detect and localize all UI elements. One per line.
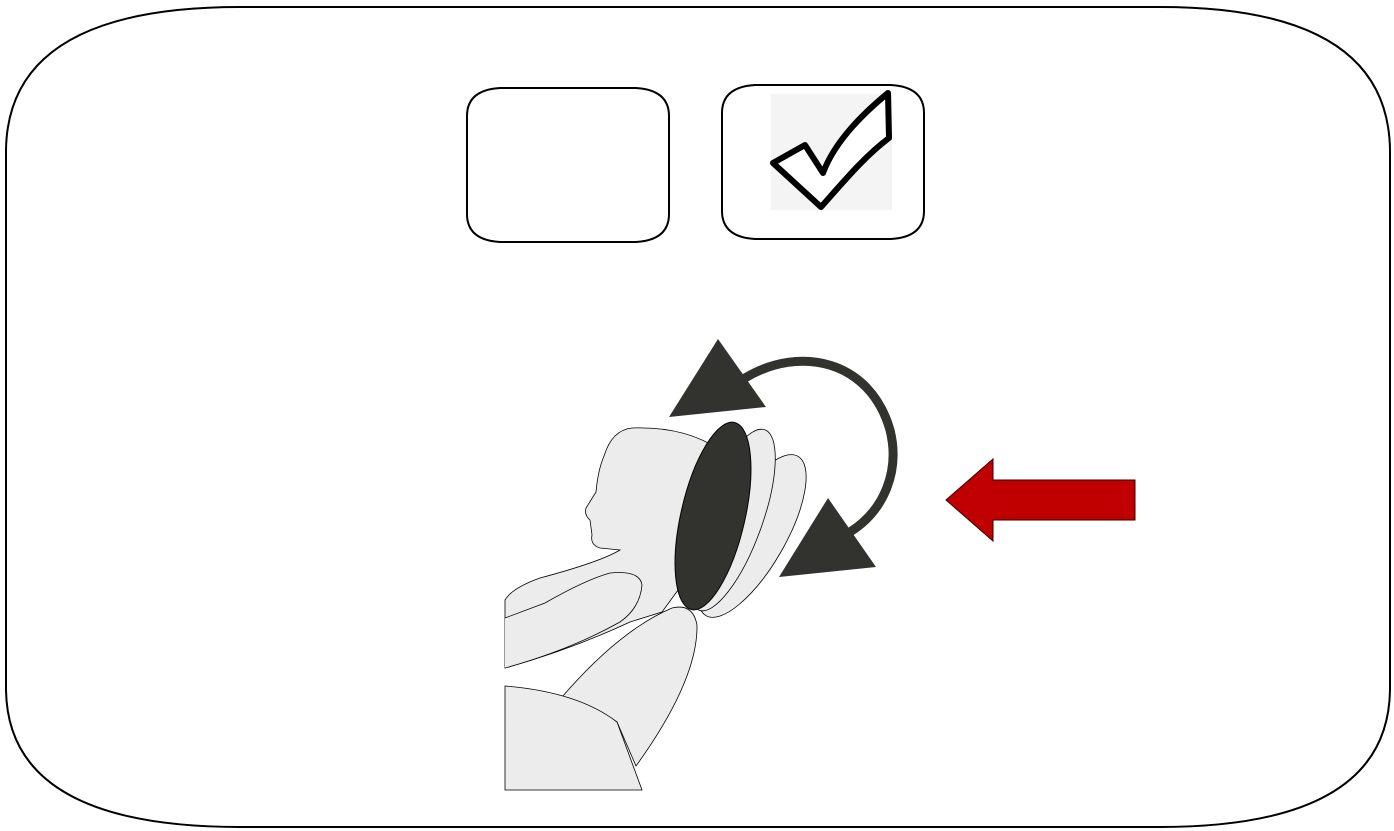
arrow-left-icon	[946, 459, 1135, 541]
option-checked-box[interactable]	[722, 85, 924, 239]
occupant-illustration	[505, 415, 827, 790]
display-panel-outline	[6, 7, 1390, 827]
option-empty-box[interactable]	[467, 88, 669, 242]
